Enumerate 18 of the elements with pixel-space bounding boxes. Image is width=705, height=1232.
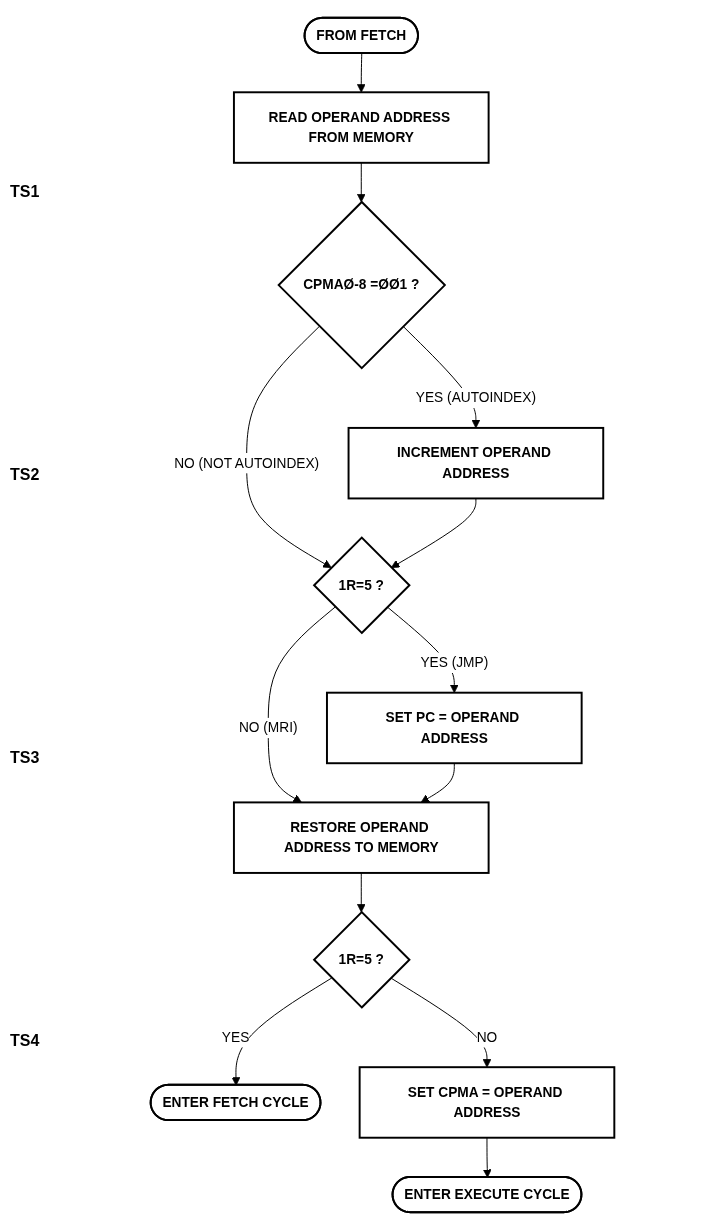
node-box: SET PC = OPERAND ADDRESS [325,691,583,765]
edge-label: YES (AUTOINDEX) [415,389,536,406]
edge-label: NO (MRI) [238,719,298,736]
edge-label: NO [476,1028,498,1045]
node-diamond: CPMAØ-8 =ØØ1 ? [277,200,447,370]
node-diamond: 1R=5 ? [312,536,411,635]
time-state-label: TS4 [10,1031,41,1050]
edge-label: NO (NOT AUTOINDEX) [174,454,320,471]
time-state-label: TS1 [10,182,41,201]
edge-label: YES (JMP) [420,654,489,671]
time-state-label: TS3 [10,748,41,767]
time-state-label: TS2 [10,465,41,484]
node-diamond: 1R=5 ? [312,910,411,1009]
node-box: READ OPERAND ADDRESS FROM MEMORY [232,91,490,164]
node-box: RESTORE OPERAND ADDRESS TO MEMORY [232,801,490,874]
node-box: INCREMENT OPERAND ADDRESS [347,426,605,500]
node-box: SET CPMA = OPERAND ADDRESS [358,1066,616,1139]
edge-label: YES [221,1028,250,1045]
